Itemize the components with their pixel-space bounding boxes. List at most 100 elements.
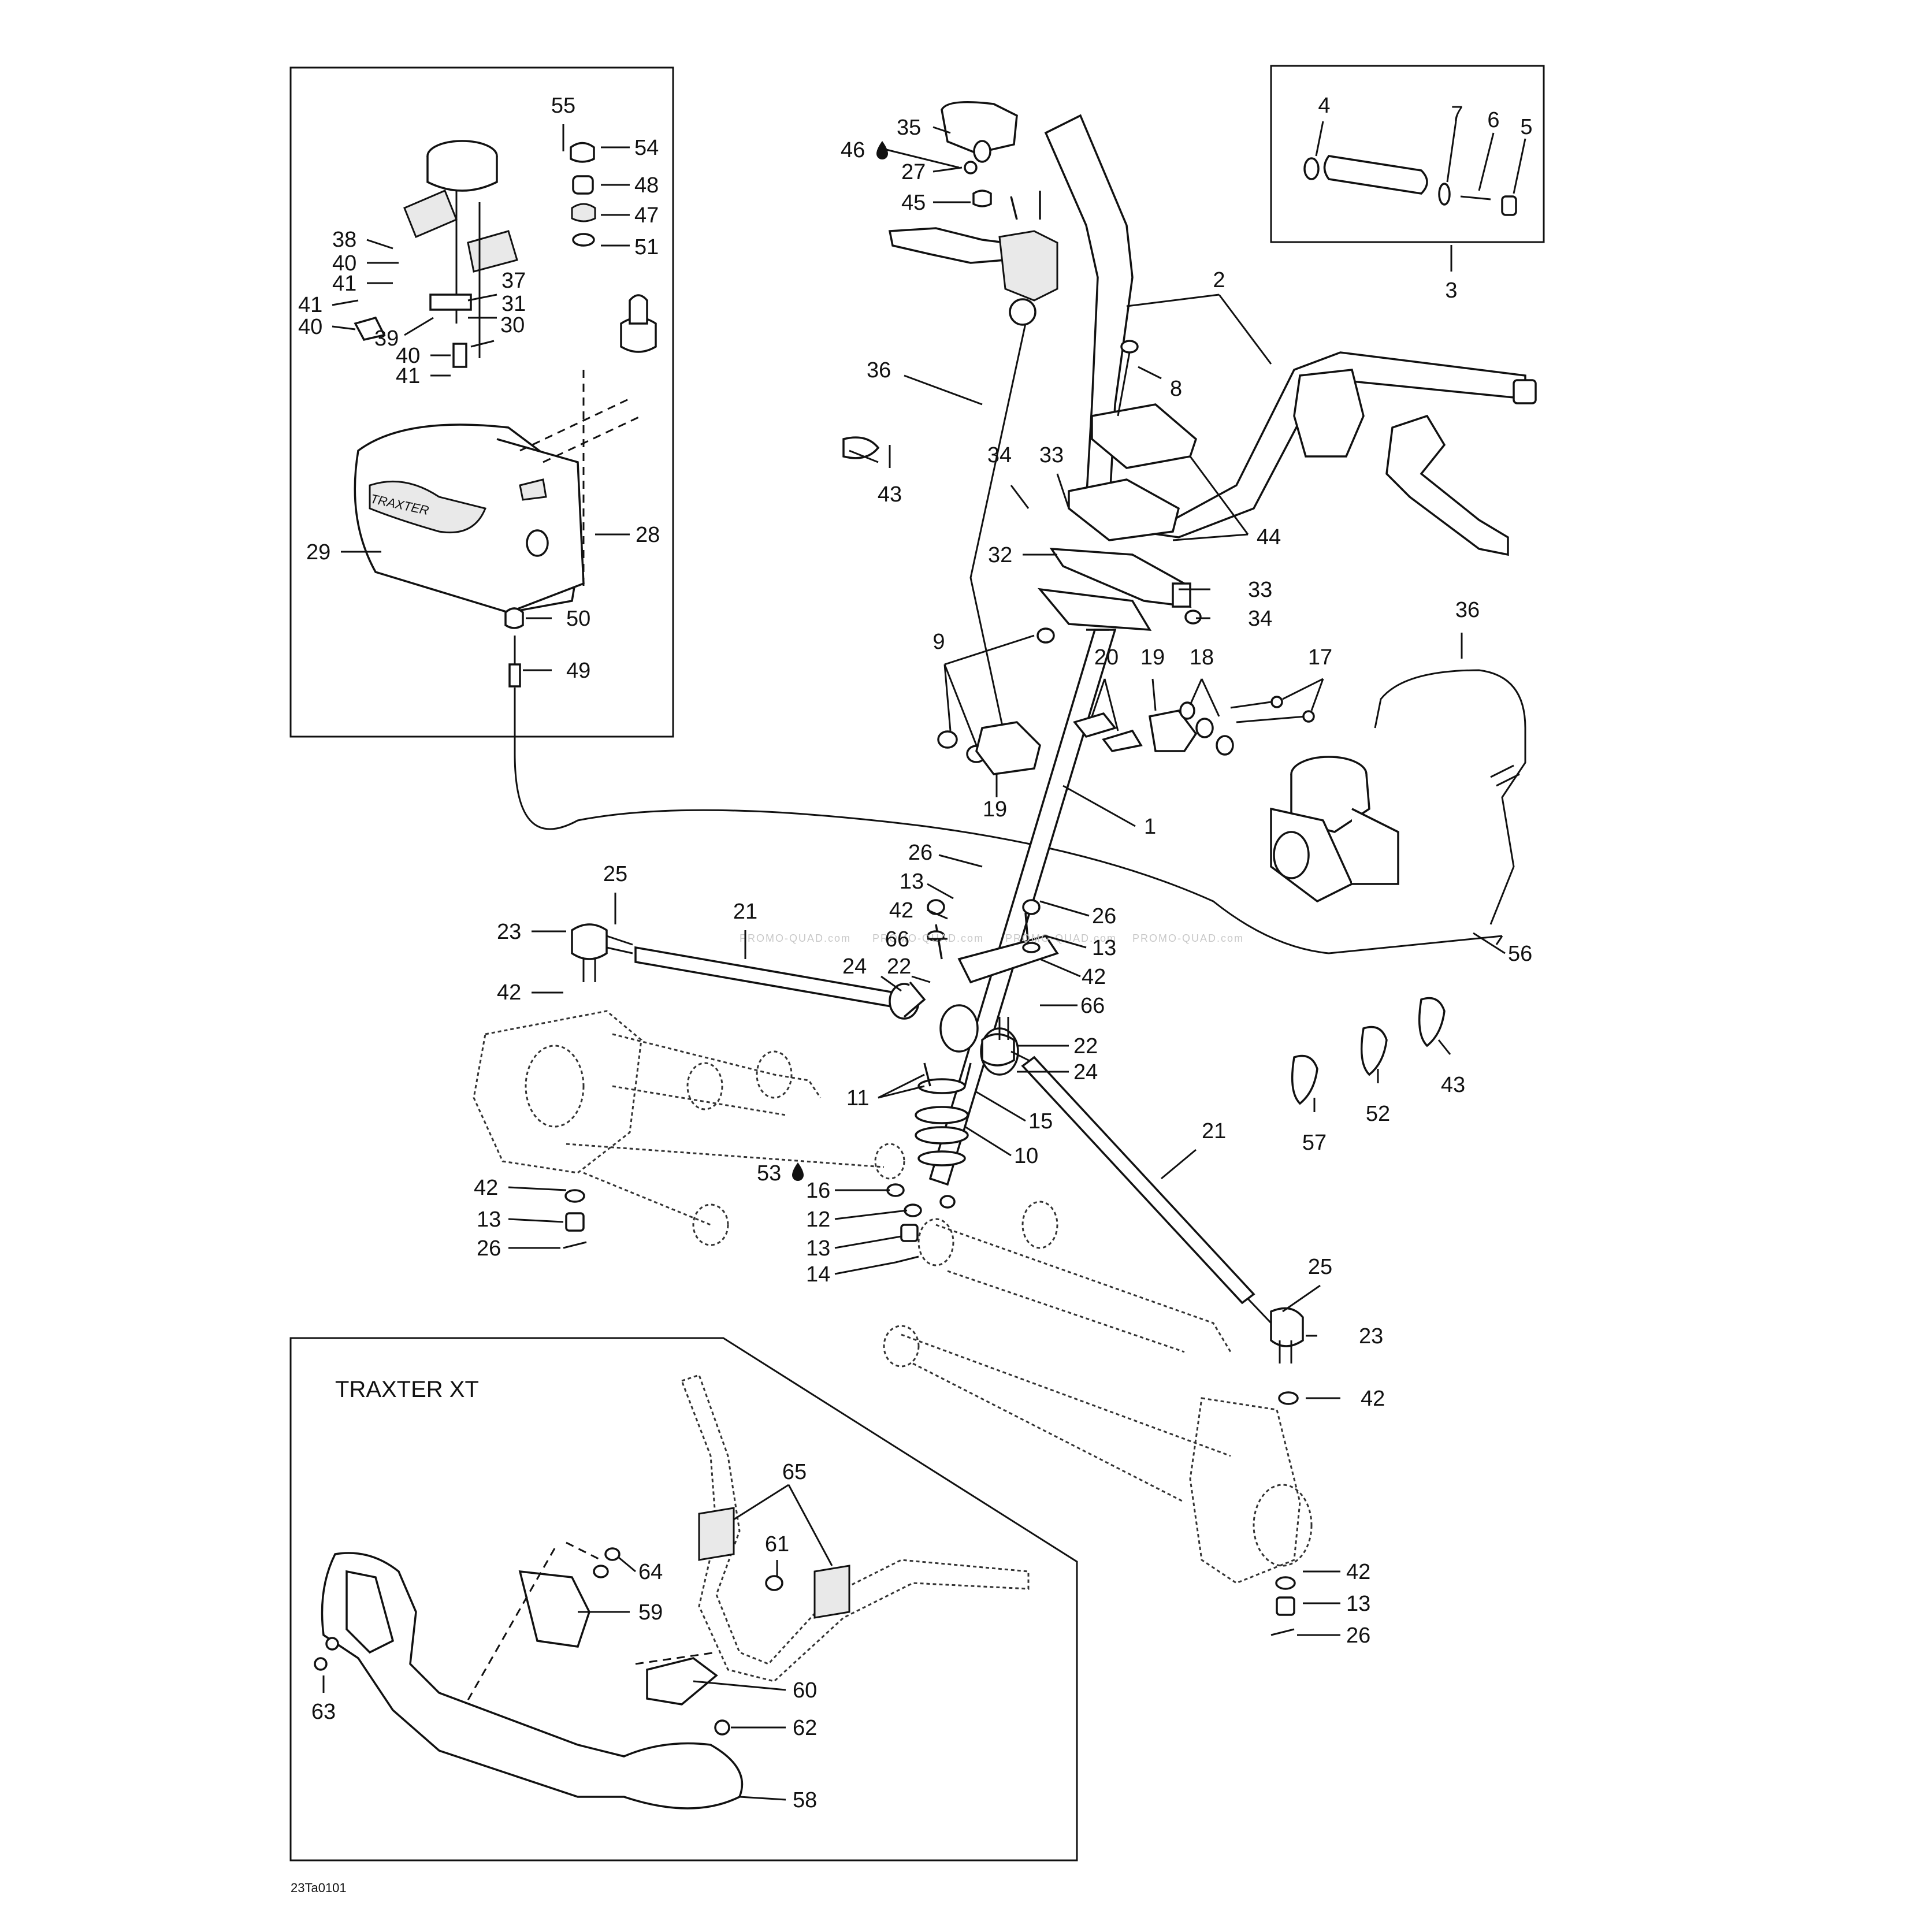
- callout-label: 6: [1487, 108, 1499, 132]
- callout-label: 14: [806, 1262, 830, 1287]
- xt-mount-brackets: [518, 1547, 730, 1736]
- callout-label: 12: [806, 1208, 830, 1232]
- callout-label: 25: [603, 862, 627, 886]
- callout-label: 21: [1202, 1119, 1226, 1143]
- callout-label: 34: [1248, 607, 1272, 631]
- callout-label: 4: [1318, 94, 1330, 118]
- callout-label: 53: [757, 1161, 781, 1186]
- callout-label: 10: [1014, 1144, 1038, 1168]
- watermark-1: PROMO-QUAD.com: [740, 932, 851, 944]
- callout-label: 42: [1361, 1387, 1385, 1411]
- callout-label: 40: [298, 315, 322, 339]
- callout-label: 66: [885, 927, 909, 952]
- callout-label: 49: [566, 659, 590, 683]
- callout-label: 35: [897, 116, 921, 140]
- callout-label: 39: [374, 326, 399, 351]
- callout-label: 5: [1520, 115, 1532, 139]
- speedometer-detail-box: [289, 66, 674, 738]
- clamp-bolt: [1117, 340, 1139, 417]
- callout-labels: 55 54 48 47 51 38 40 37 41 31 41 40 39 3…: [298, 94, 1533, 1812]
- callout-label: 33: [1039, 443, 1064, 467]
- handlebar-cover: TRAXTER: [354, 423, 585, 614]
- lower-column-hardware: [886, 1183, 956, 1264]
- callout-label: 50: [566, 607, 590, 631]
- right-tie-rod: [1021, 1056, 1272, 1324]
- callout-label: 26: [1092, 904, 1116, 928]
- callout-label: 37: [501, 269, 526, 293]
- left-a-arm-and-knuckle: [473, 1010, 905, 1249]
- callout-label: 43: [878, 482, 902, 507]
- callout-label: 13: [806, 1236, 830, 1261]
- speedometer-assembly: [354, 140, 518, 368]
- grip-detail-box: [1270, 65, 1545, 243]
- callout-label: 23: [1359, 1324, 1383, 1348]
- callout-label: 32: [988, 543, 1012, 567]
- callout-label: 40: [396, 344, 420, 368]
- throttle-cable-right: [1374, 669, 1526, 925]
- callout-label: 26: [477, 1236, 501, 1261]
- callout-label: 8: [1170, 377, 1182, 401]
- callout-label: 33: [1248, 578, 1272, 602]
- callout-label: 26: [1346, 1623, 1370, 1648]
- right-tie-rod-end-upper: [981, 1017, 1035, 1067]
- callout-label: 25: [1308, 1255, 1332, 1279]
- callout-label: 11: [846, 1086, 869, 1110]
- small-hardware-stack: [570, 142, 596, 247]
- drawing-code: 23Ta0101: [291, 1881, 347, 1895]
- watermark-4: PROMO-QUAD.com: [1132, 932, 1244, 944]
- callout-label: 27: [901, 160, 926, 184]
- callout-label: 13: [1092, 936, 1116, 960]
- callout-label: 51: [634, 235, 659, 259]
- callout-label: 41: [332, 272, 356, 296]
- callout-label: 18: [1190, 645, 1214, 670]
- callout-label: 46: [841, 138, 865, 162]
- callout-label: 62: [793, 1716, 817, 1740]
- callout-label: 2: [1213, 268, 1225, 292]
- left-tie-rod-end: [571, 923, 633, 982]
- column-support-bushings: [937, 627, 1315, 775]
- callout-label: 9: [932, 630, 945, 654]
- callout-label: 26: [908, 841, 932, 865]
- callout-label: 22: [1073, 1034, 1098, 1058]
- callout-label: 19: [983, 797, 1007, 822]
- callout-label: 20: [1094, 645, 1119, 670]
- lubricant-icon: [792, 1162, 804, 1181]
- callout-label: 66: [1080, 994, 1105, 1018]
- inset-title: TRAXTER XT: [335, 1377, 479, 1402]
- leader-lines: [322, 121, 1526, 1801]
- callout-label: 42: [1082, 965, 1106, 989]
- xt-bracket-dash: [461, 1541, 717, 1711]
- left-tie-rod: [634, 946, 926, 1020]
- callout-label: 60: [793, 1678, 817, 1703]
- callout-label: 1: [1144, 815, 1156, 839]
- callout-label: 48: [634, 173, 659, 198]
- callout-label: 28: [636, 523, 660, 547]
- throttle-cable: [969, 323, 1027, 740]
- lubricant-icon: [876, 141, 888, 159]
- throttle-housing: [941, 101, 1018, 174]
- handlebar-clamp-lower: [1068, 478, 1180, 541]
- callout-label: 24: [842, 954, 867, 979]
- callout-label: 42: [497, 980, 521, 1005]
- callout-label: 57: [1302, 1131, 1327, 1155]
- callout-label: 64: [638, 1560, 663, 1584]
- brake-lever-assembly: [888, 190, 1058, 326]
- watermark-3: PROMO-QUAD.com: [1005, 932, 1117, 944]
- callout-label: 34: [987, 443, 1012, 467]
- callout-label: 58: [793, 1788, 817, 1812]
- traxter-xt-detail-box: [289, 1337, 1078, 1862]
- cable-tie-left: [842, 436, 880, 463]
- callout-label: 24: [1073, 1060, 1098, 1084]
- callout-label: 41: [396, 364, 420, 388]
- callout-label: 54: [634, 136, 659, 160]
- cable-ties-right: [1291, 997, 1446, 1105]
- cover-assembly-dash: [519, 397, 642, 463]
- callout-label: 19: [1140, 645, 1165, 670]
- callout-label: 52: [1366, 1102, 1390, 1126]
- callout-label: 36: [867, 358, 891, 382]
- callout-label: 56: [1508, 942, 1532, 966]
- right-switch-housing: [1293, 369, 1509, 556]
- callout-label: 21: [733, 900, 757, 924]
- right-tie-rod-end: [1270, 1307, 1304, 1363]
